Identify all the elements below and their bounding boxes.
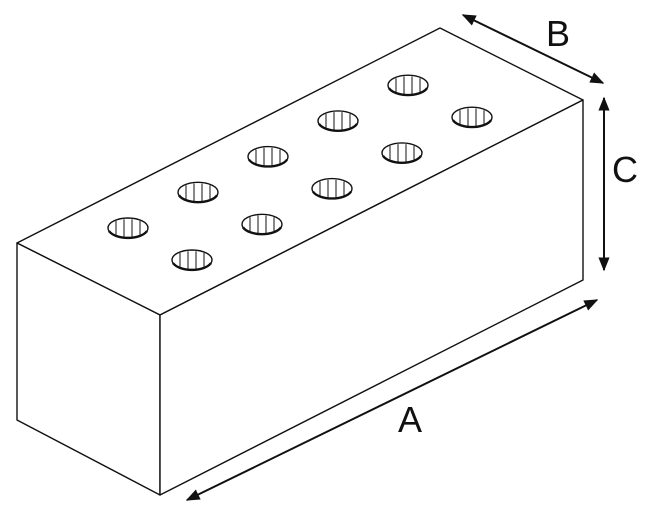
hole — [381, 142, 423, 164]
hole — [311, 177, 353, 200]
dimension-arrow-b — [461, 14, 605, 84]
dimension-label-c: C — [612, 149, 638, 190]
hole — [387, 74, 429, 97]
hole — [451, 106, 493, 129]
dimension-arrow-a — [185, 299, 599, 501]
hole — [171, 249, 213, 272]
hole — [177, 181, 219, 204]
hole — [317, 110, 359, 132]
hole — [247, 145, 289, 168]
dimension-label-b: B — [546, 13, 570, 54]
hole — [241, 213, 283, 236]
holes-group — [107, 74, 493, 272]
dimension-label-a: A — [398, 399, 422, 440]
hole — [107, 217, 149, 240]
